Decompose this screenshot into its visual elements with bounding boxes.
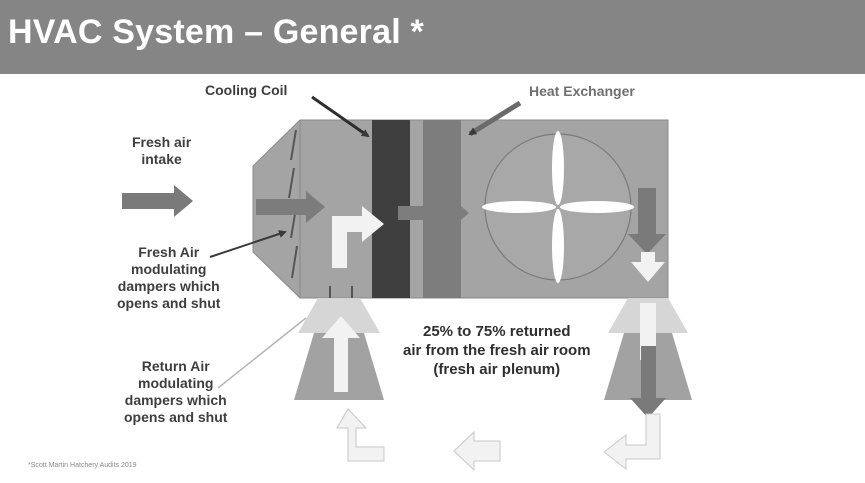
return-air-dampers-pointer	[217, 317, 307, 389]
return-up-arrow	[322, 316, 360, 392]
footnote: *Scott Martin Hatchery Audits 2019	[28, 462, 137, 469]
supply-down-arrow-light	[631, 252, 665, 282]
fresh-air-intake-arrow	[122, 185, 193, 217]
fresh-air-intake-label: Fresh air intake	[132, 134, 192, 167]
fresh-air-dampers-pointer	[209, 230, 287, 258]
fan-blades	[482, 131, 634, 283]
fresh-air-dampers-label: Fresh Air modulating dampers which opens…	[117, 244, 221, 311]
heat-exchanger-label: Heat Exchanger	[529, 83, 635, 99]
returned-air-note: 25% to 75% returned air from the fresh a…	[403, 323, 591, 378]
bottom-left-up-arrow	[336, 408, 385, 462]
heat-exchanger-pointer	[468, 100, 522, 137]
title-bar: HVAC System – General *	[0, 0, 865, 74]
return-duct-left-cap	[298, 298, 380, 333]
bottom-return-arrow	[453, 430, 501, 472]
supply-down-arrow-dark	[628, 188, 666, 254]
supply-duct-down-arrow	[630, 346, 666, 418]
coil-to-fan-arrow	[398, 196, 469, 230]
return-air-turn-arrow	[332, 206, 384, 268]
cooling-coil-pointer	[311, 95, 370, 138]
damper-to-coil-arrow	[256, 191, 325, 223]
supply-duct-light-arrow	[640, 303, 656, 360]
slide-title: HVAC System – General *	[8, 13, 424, 51]
cooling-coil-label: Cooling Coil	[205, 82, 288, 98]
return-air-dampers-label: Return Air modulating dampers which open…	[124, 358, 228, 425]
bottom-right-turn-arrow	[603, 413, 661, 471]
